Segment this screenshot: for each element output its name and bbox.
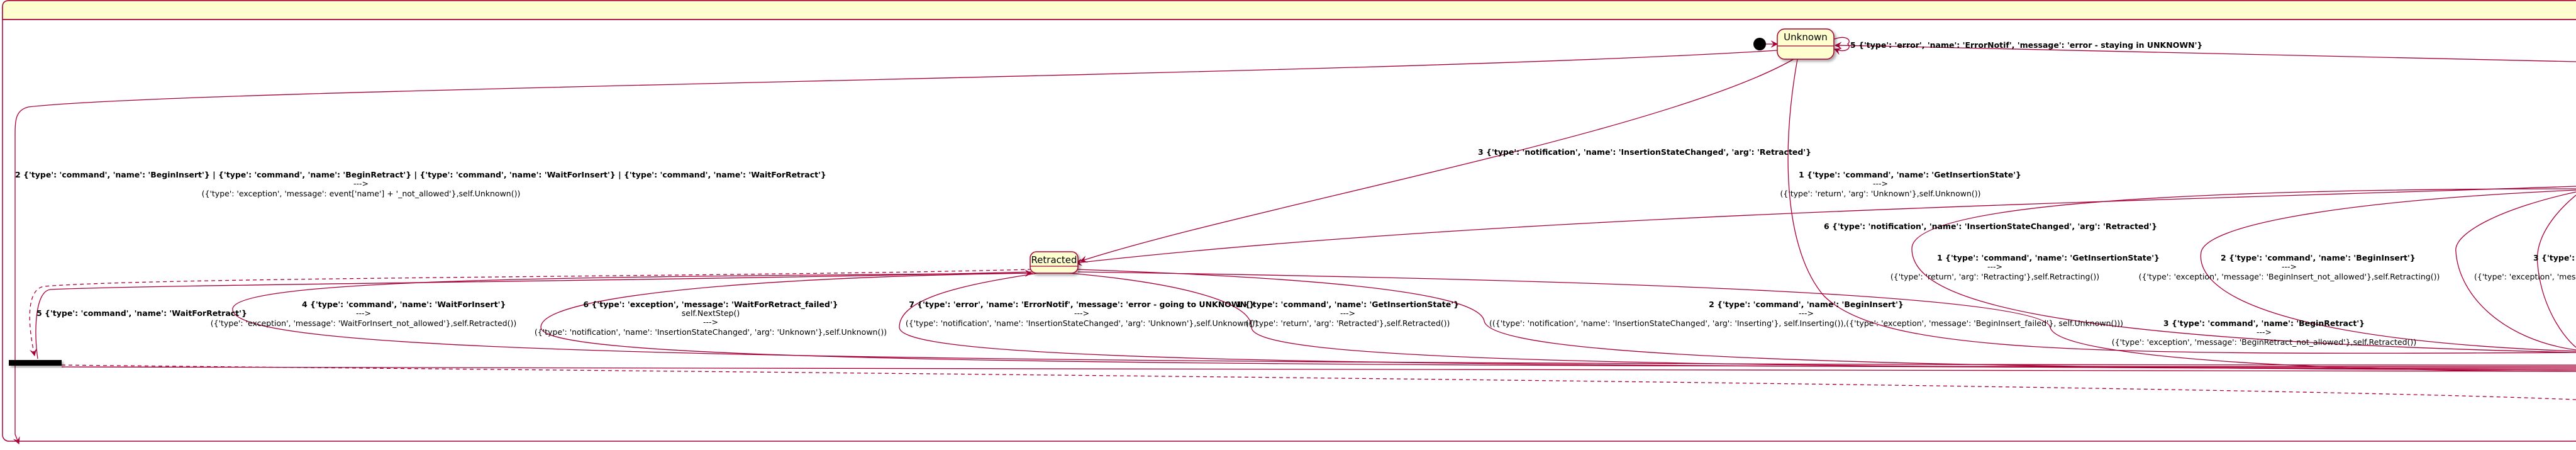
label-retracted-failed-arrow: ---> (703, 317, 718, 327)
label-retracted-failed-action: ({'type': 'notification', 'name': 'Inser… (535, 327, 887, 337)
label-unknown-to-retracted: 3 {'type': 'notification', 'name': 'Inse… (1478, 147, 1811, 157)
edge-retracting-getstate (1911, 188, 2576, 353)
label-retracted-waitforretract: 5 {'type': 'command', 'name': 'WaitForRe… (36, 308, 247, 318)
label-retracted-error-trigger: 7 {'type': 'error', 'name': 'ErrorNotif'… (909, 300, 1255, 309)
edge-retracted-begininsert (1076, 269, 2576, 371)
state-unknown[interactable]: Unknown (1777, 28, 1835, 60)
edge-unknown-getstate (1787, 59, 2576, 354)
edge-unknown-to-fork (13, 50, 1778, 445)
label-retracting-begininsert-action: ({'type': 'exception', 'message': 'Begin… (2139, 272, 2440, 281)
label-retracted-failed-trigger: 6 {'type': 'exception', 'message': 'Wait… (583, 300, 838, 310)
state-retracted-label: Retracted (1031, 254, 1077, 266)
label-retracted-error-action: ({'type': 'notification', 'name': 'Inser… (906, 318, 1258, 328)
edge-fork-to-right-2 (61, 366, 2576, 372)
label-retracting-3-action: ({'type': 'exception', 'messa (2474, 272, 2576, 281)
state-retracted[interactable]: Retracted (1030, 251, 1079, 274)
edge-retracting-begininsert (2200, 189, 2576, 352)
edge-right-to-retracted (1074, 186, 2576, 266)
edge-retracting-3 (2455, 191, 2576, 351)
label-retracted-failed-step: self.NextStep() (682, 308, 740, 318)
label-retracted-begininsert-trigger: 2 {'type': 'command', 'name': 'BeginInse… (1709, 300, 1904, 309)
label-retracted-getstate-trigger: 1 {'type': 'command', 'name': 'GetInsert… (1236, 300, 1459, 309)
label-retracted-waitforinsert-trigger: 4 {'type': 'command', 'name': 'WaitForIn… (302, 300, 506, 309)
label-retracting-begininsert-trigger: 2 {'type': 'command', 'name': 'BeginInse… (2221, 253, 2416, 262)
label-retracting-getstate-arrow: ---> (1987, 262, 2002, 271)
label-retracting-getstate-trigger: 1 {'type': 'command', 'name': 'GetInsert… (1937, 253, 2160, 262)
edge-retracting-extra (2536, 194, 2576, 348)
label-retracted-waitforinsert-arrow: ---> (356, 308, 371, 318)
label-unknown-getstate-trigger: 1 {'type': 'command', 'name': 'GetInsert… (1799, 170, 2021, 179)
fork-bar (9, 360, 62, 366)
transition-edges (13, 37, 2576, 445)
edge-retracted-beginretract (1077, 271, 2576, 372)
edge-unknown-to-retracted (1079, 59, 1794, 263)
label-retracted-begininsert-arrow: ---> (1799, 308, 1814, 318)
edge-retracted-waitforretract-failed (540, 273, 2576, 368)
label-retracting-3-trigger: 3 {'type': ' (2533, 253, 2576, 262)
label-unknown-self-loop: 5 {'type': 'error', 'name': 'ErrorNotif'… (1850, 40, 2202, 50)
edge-fork-to-right (61, 364, 2576, 400)
edge-retracted-to-fork-2 (35, 271, 1032, 359)
label-retracted-getstate-arrow: ---> (1340, 308, 1355, 318)
edge-unknown-self-loop (1833, 37, 1850, 55)
label-to-retracted-6: 6 {'type': 'notification', 'name': 'Inse… (1824, 222, 2157, 231)
state-unknown-label: Unknown (1784, 31, 1828, 43)
label-retracting-getstate-action: ({'type': 'return', 'arg': 'Retracting'}… (1890, 272, 2099, 281)
label-retracted-begininsert-action: (({'type': 'notification', 'name': 'Inse… (1489, 318, 2123, 328)
label-unknown-to-fork-trigger: 2 {'type': 'command', 'name': 'BeginInse… (15, 170, 826, 179)
edge-retracted-to-fork (29, 269, 1032, 357)
label-retracting-begininsert-arrow: ---> (2282, 262, 2297, 271)
label-retracted-beginretract-action: ({'type': 'exception', 'message': 'Begin… (2112, 337, 2416, 347)
edge-retracted-getstate (1069, 273, 2576, 369)
label-retracted-error-arrow: ---> (1074, 308, 1089, 318)
label-unknown-to-fork-action: ({'type': 'exception', 'message': event[… (202, 189, 521, 198)
label-retracted-getstate-action: ({'type': 'return', 'arg': 'Retracted'},… (1246, 318, 1450, 328)
edge-retracted-error (899, 273, 2576, 368)
label-unknown-getstate-arrow: ---> (1873, 179, 1888, 188)
initial-pseudostate (1753, 38, 1766, 50)
transition-labels: 5 {'type': 'error', 'name': 'ErrorNotif'… (15, 40, 2576, 347)
label-retracted-waitforinsert-action: ({'type': 'exception', 'message': 'WaitF… (211, 318, 517, 328)
label-unknown-to-fork-arrow: ---> (353, 179, 369, 188)
label-unknown-getstate-action: ({'type': 'return', 'arg': 'Unknown'},se… (1780, 189, 1980, 198)
label-retracted-beginretract-arrow: ---> (2257, 327, 2272, 337)
label-retracted-beginretract-trigger: 3 {'type': 'command', 'name': 'BeginRetr… (2163, 318, 2365, 328)
